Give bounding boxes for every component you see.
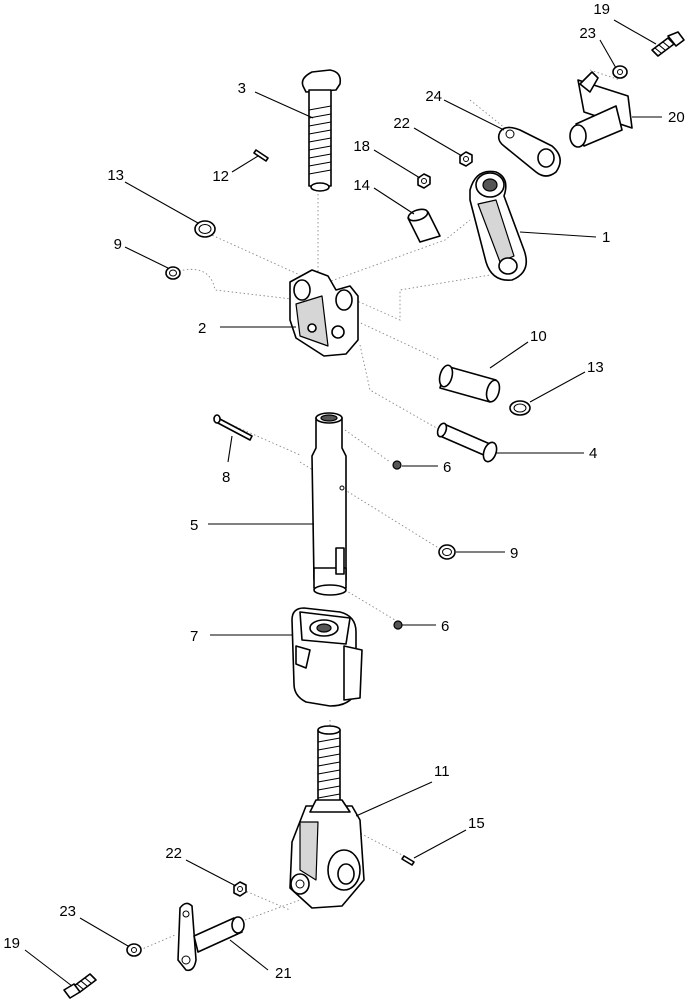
part-19-bolt-upper [651, 31, 685, 57]
assembly-guide-lines [139, 69, 621, 951]
callout-6-upper: 6 [443, 459, 451, 476]
part-18-nut [417, 173, 431, 189]
callout-14: 14 [353, 177, 370, 194]
part-6-set-screw-upper [392, 460, 402, 470]
part-3-t-bolt [301, 69, 342, 192]
callout-4: 4 [589, 445, 597, 462]
part-21-pin-plate [177, 902, 245, 972]
callout-22-lower: 22 [165, 845, 182, 862]
callout-18: 18 [353, 138, 370, 155]
part-24-plate [497, 126, 561, 177]
callout-7: 7 [190, 628, 198, 645]
callout-23-lower: 23 [59, 903, 76, 920]
callout-3: 3 [238, 80, 246, 97]
part-10-pin [438, 364, 501, 403]
part-2-clevis [289, 269, 359, 357]
callout-2: 2 [198, 320, 206, 337]
part-22-nut-lower [233, 881, 247, 897]
part-7-sleeve [291, 607, 363, 707]
part-15-pin [401, 855, 415, 866]
part-23-washer-upper [612, 65, 628, 79]
leader-lines [24, 19, 662, 987]
part-14-bushing [407, 208, 441, 243]
callout-9-upper: 9 [114, 236, 122, 253]
callout-13-lower: 13 [587, 359, 604, 376]
callout-10: 10 [530, 328, 547, 345]
callout-9-lower: 9 [510, 545, 518, 562]
callout-6-lower: 6 [441, 618, 449, 635]
callout-11: 11 [434, 763, 450, 780]
part-1-lever-arm [469, 170, 528, 281]
part-12-pin [253, 149, 269, 162]
part-9-o-ring-upper [165, 266, 181, 280]
part-22-nut-upper [459, 151, 473, 167]
callout-21: 21 [275, 965, 292, 982]
callout-13-upper: 13 [107, 167, 124, 184]
callout-19-upper: 19 [593, 1, 610, 18]
part-6-set-screw-lower [393, 620, 403, 630]
callout-19-lower: 19 [3, 935, 20, 952]
callout-22-upper: 22 [393, 115, 410, 132]
callout-24: 24 [425, 88, 442, 105]
callout-12: 12 [212, 168, 229, 185]
part-5-tube [311, 412, 347, 596]
part-4-clevis-pin [436, 422, 498, 463]
callout-15: 15 [468, 815, 485, 832]
callout-labels: 3 12 13 9 18 22 14 24 23 19 20 1 2 10 13… [3, 1, 684, 982]
part-8-pin [213, 414, 253, 441]
part-9-o-ring-lower [438, 544, 456, 560]
callout-23-upper: 23 [579, 25, 596, 42]
part-13-snap-ring-upper [194, 220, 216, 238]
part-19-bolt-lower [63, 973, 97, 999]
part-13-snap-ring-lower [509, 400, 531, 416]
part-20-pin-plate [569, 71, 633, 148]
part-11-threaded-clevis [289, 725, 365, 909]
callout-8: 8 [222, 469, 230, 486]
part-23-washer-lower [126, 943, 142, 957]
callout-5: 5 [190, 517, 198, 534]
callout-20: 20 [668, 109, 685, 126]
callout-1: 1 [602, 229, 610, 246]
